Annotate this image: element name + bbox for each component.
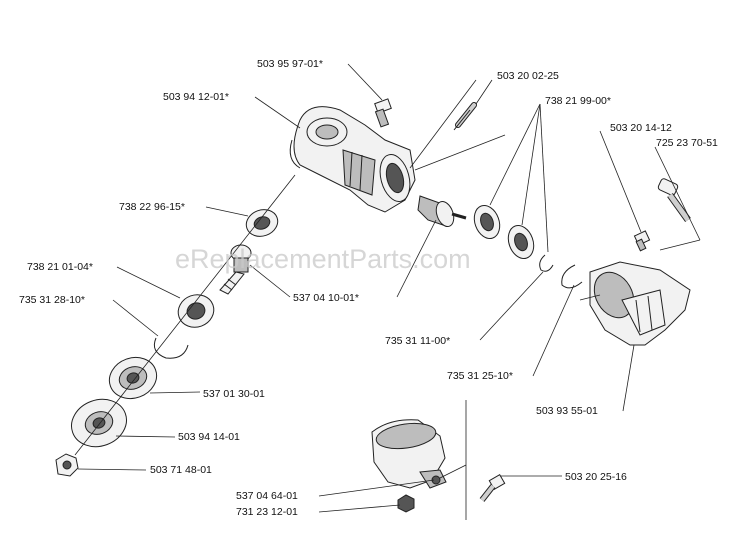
bearing-738-21-01-04[interactable] <box>174 290 219 332</box>
label-735-31-28-10[interactable]: 735 31 28-10* <box>19 294 85 306</box>
pinion-shaft[interactable] <box>417 195 467 229</box>
leader-lines <box>77 63 701 513</box>
bolt-503-95-97-01[interactable] <box>374 98 392 128</box>
label-738-21-99-00[interactable]: 738 21 99-00* <box>545 95 611 107</box>
label-503-94-14-01[interactable]: 503 94 14-01 <box>178 431 240 443</box>
guard-clamp[interactable] <box>371 419 447 489</box>
label-738-21-01-04[interactable]: 738 21 01-04* <box>27 261 93 273</box>
label-537-01-30-01[interactable]: 537 01 30-01 <box>203 388 265 400</box>
label-738-22-96-15[interactable]: 738 22 96-15* <box>119 201 185 213</box>
nut-731-23-12-01[interactable] <box>397 494 415 513</box>
label-503-20-02-25[interactable]: 503 20 02-25 <box>497 70 559 82</box>
label-731-23-12-01[interactable]: 731 23 12-01 <box>236 506 298 518</box>
circlip-small[interactable] <box>539 254 554 272</box>
label-735-31-11-00[interactable]: 735 31 11-00* <box>385 335 450 347</box>
nut-503-71-48-01[interactable] <box>55 453 79 477</box>
screw-503-20-02-25[interactable] <box>453 102 477 131</box>
clamp-housing[interactable] <box>586 261 691 346</box>
screw-503-20-25-16[interactable] <box>479 473 506 502</box>
label-503-20-14-12[interactable]: 503 20 14-12 <box>610 122 672 134</box>
label-725-23-70-51[interactable]: 725 23 70-51 <box>656 137 718 149</box>
label-503-94-12-01[interactable]: 503 94 12-01* <box>163 91 229 103</box>
label-503-20-25-16[interactable]: 503 20 25-16 <box>565 471 627 483</box>
label-503-93-55-01[interactable]: 503 93 55-01 <box>536 405 598 417</box>
gear-housing[interactable] <box>289 106 416 213</box>
assembly-axis-lines <box>74 134 701 520</box>
circlip-735-31-28-10[interactable] <box>153 337 189 359</box>
circlip-large[interactable] <box>561 264 583 289</box>
support-cup[interactable] <box>65 392 133 454</box>
label-503-71-48-01[interactable]: 503 71 48-01 <box>150 464 212 476</box>
seal-738-22-96-15[interactable] <box>243 205 282 240</box>
label-537-04-64-01[interactable]: 537 04 64-01 <box>236 490 298 502</box>
screw-725-23-70-51[interactable] <box>657 178 691 223</box>
label-735-31-25-10[interactable]: 735 31 25-10* <box>447 370 513 382</box>
output-shaft[interactable] <box>219 244 252 295</box>
bearing-upper[interactable] <box>470 202 504 242</box>
label-537-04-10-01[interactable]: 537 04 10-01* <box>293 292 359 304</box>
thrust-washer[interactable] <box>104 351 163 405</box>
bearing-lower[interactable] <box>504 222 538 262</box>
label-503-95-97-01[interactable]: 503 95 97-01* <box>257 58 323 70</box>
watermark-text: eReplacementParts.com <box>175 244 471 274</box>
screw-503-20-14-12[interactable] <box>633 230 651 252</box>
